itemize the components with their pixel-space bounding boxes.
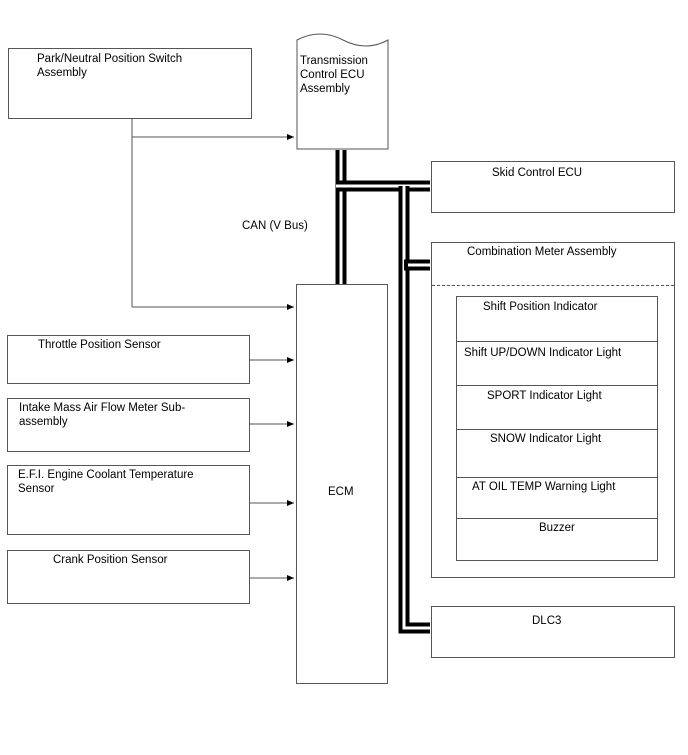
combination-meter-divider xyxy=(432,285,674,286)
coolant-sensor-label: E.F.I. Engine Coolant Temperature Sensor xyxy=(18,469,194,495)
park-neutral-signal-line xyxy=(131,119,294,310)
crank-sensor-label: Crank Position Sensor xyxy=(53,554,168,566)
meter-item-label: AT OIL TEMP Warning Light xyxy=(472,481,616,493)
coolant-sensor-box: E.F.I. Engine Coolant Temperature Sensor xyxy=(7,465,250,535)
can-bus-label: CAN (V Bus) xyxy=(242,220,308,232)
meter-item: AT OIL TEMP Warning Light xyxy=(457,478,657,519)
combination-meter-label: Combination Meter Assembly xyxy=(467,246,617,258)
meter-items-panel: Shift Position Indicator Shift UP/DOWN I… xyxy=(456,296,658,561)
meter-item: Buzzer xyxy=(457,519,657,560)
meter-item: Shift Position Indicator xyxy=(457,297,657,342)
meter-item: SNOW Indicator Light xyxy=(457,430,657,478)
meter-item: Shift UP/DOWN Indicator Light xyxy=(457,342,657,386)
skid-control-ecu-box: Skid Control ECU xyxy=(431,161,675,213)
park-neutral-switch-label: Park/Neutral Position Switch Assembly xyxy=(37,53,183,79)
meter-item-label: Buzzer xyxy=(539,522,575,534)
meter-item-label: Shift UP/DOWN Indicator Light xyxy=(464,347,622,359)
throttle-sensor-label: Throttle Position Sensor xyxy=(38,339,161,351)
meter-item-label: SNOW Indicator Light xyxy=(490,433,602,445)
intake-maf-label: Intake Mass Air Flow Meter Sub- assembly xyxy=(19,402,186,428)
can-bus-branch-meter-dlc3 xyxy=(398,186,430,634)
ecm-label: ECM xyxy=(328,486,354,498)
ecm-box: ECM xyxy=(296,284,388,684)
sensor-signal-lines xyxy=(250,357,294,581)
throttle-sensor-box: Throttle Position Sensor xyxy=(7,335,250,384)
dlc3-box: DLC3 xyxy=(431,606,675,658)
crank-sensor-box: Crank Position Sensor xyxy=(7,550,250,604)
meter-item-label: SPORT Indicator Light xyxy=(487,390,602,402)
meter-item: SPORT Indicator Light xyxy=(457,386,657,430)
combination-meter-box: Combination Meter Assembly Shift Positio… xyxy=(431,242,675,578)
transmission-ecu-label: Transmission Control ECU Assembly xyxy=(300,55,368,95)
park-neutral-switch-box: Park/Neutral Position Switch Assembly xyxy=(8,48,252,119)
meter-item-label: Shift Position Indicator xyxy=(483,301,598,313)
dlc3-label: DLC3 xyxy=(532,615,562,627)
intake-maf-box: Intake Mass Air Flow Meter Sub- assembly xyxy=(7,398,250,452)
transmission-ecu-shape xyxy=(296,33,389,150)
skid-control-ecu-label: Skid Control ECU xyxy=(492,167,583,179)
